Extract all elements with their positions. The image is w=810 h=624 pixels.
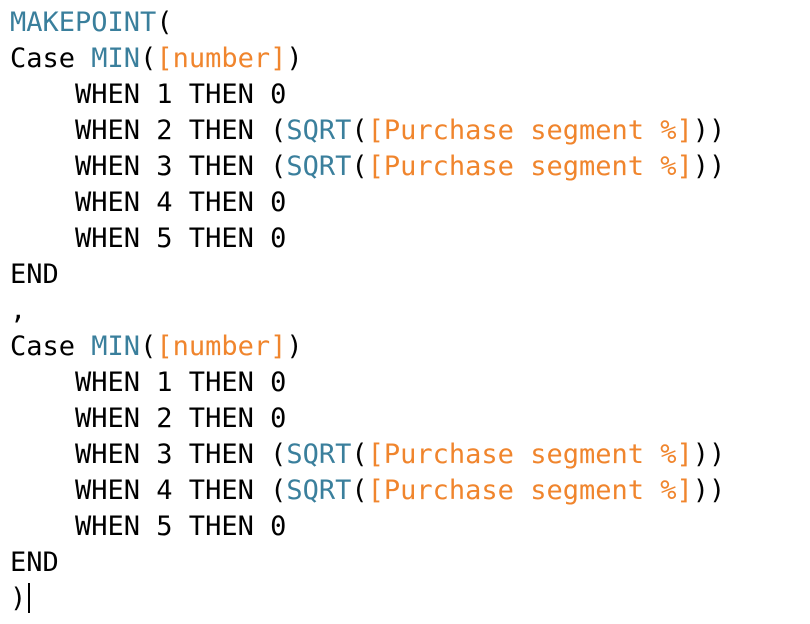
keyword-token: ) xyxy=(286,331,303,362)
keyword-token: ( xyxy=(156,7,173,38)
function-token: MIN xyxy=(91,43,141,74)
code-line[interactable]: END xyxy=(10,545,725,581)
keyword-token: ( xyxy=(351,151,368,182)
keyword-token: WHEN 3 THEN ( xyxy=(10,151,287,182)
calculation-editor[interactable]: MAKEPOINT(Case MIN([number]) WHEN 1 THEN… xyxy=(10,5,725,617)
function-token: SQRT xyxy=(286,475,352,506)
function-token: SQRT xyxy=(286,439,352,470)
keyword-token: WHEN 4 THEN 0 xyxy=(10,187,287,218)
function-token: SQRT xyxy=(286,151,352,182)
code-line[interactable]: WHEN 1 THEN 0 xyxy=(10,365,725,401)
keyword-token: )) xyxy=(692,115,726,146)
code-line[interactable]: WHEN 2 THEN (SQRT([Purchase segment %])) xyxy=(10,113,725,149)
code-line[interactable]: WHEN 5 THEN 0 xyxy=(10,509,725,545)
code-line[interactable]: WHEN 3 THEN (SQRT([Purchase segment %])) xyxy=(10,149,725,185)
keyword-token: WHEN 1 THEN 0 xyxy=(10,367,287,398)
keyword-token: ( xyxy=(140,331,157,362)
keyword-token: ) xyxy=(286,43,303,74)
function-token: SQRT xyxy=(286,115,352,146)
keyword-token: WHEN 2 THEN ( xyxy=(10,115,287,146)
keyword-token: Case xyxy=(10,331,92,362)
field-token: [number] xyxy=(156,43,287,74)
code-line[interactable]: WHEN 3 THEN (SQRT([Purchase segment %])) xyxy=(10,437,725,473)
keyword-token: WHEN 2 THEN 0 xyxy=(10,403,287,434)
field-token: [Purchase segment %] xyxy=(367,439,693,470)
function-token: MIN xyxy=(91,331,141,362)
keyword-token: END xyxy=(10,259,59,290)
field-token: [Purchase segment %] xyxy=(367,115,693,146)
keyword-token: WHEN 4 THEN ( xyxy=(10,475,287,506)
code-line[interactable]: , xyxy=(10,293,725,329)
function-token: MAKEPOINT xyxy=(10,7,157,38)
code-line[interactable]: WHEN 5 THEN 0 xyxy=(10,221,725,257)
field-token: [number] xyxy=(156,331,287,362)
code-line[interactable]: WHEN 4 THEN 0 xyxy=(10,185,725,221)
keyword-token: WHEN 5 THEN 0 xyxy=(10,223,287,254)
keyword-token: ( xyxy=(351,475,368,506)
keyword-token: WHEN 1 THEN 0 xyxy=(10,79,287,110)
keyword-token: )) xyxy=(692,151,726,182)
code-line[interactable]: MAKEPOINT( xyxy=(10,5,725,41)
keyword-token: Case xyxy=(10,43,92,74)
code-line[interactable]: Case MIN([number]) xyxy=(10,41,725,77)
code-line[interactable]: Case MIN([number]) xyxy=(10,329,725,365)
keyword-token: ) xyxy=(10,583,27,614)
keyword-token: WHEN 5 THEN 0 xyxy=(10,511,287,542)
field-token: [Purchase segment %] xyxy=(367,151,693,182)
keyword-token: )) xyxy=(692,439,726,470)
code-line[interactable]: END xyxy=(10,257,725,293)
code-line[interactable]: WHEN 2 THEN 0 xyxy=(10,401,725,437)
keyword-token: END xyxy=(10,547,59,578)
code-line[interactable]: WHEN 1 THEN 0 xyxy=(10,77,725,113)
keyword-token: ( xyxy=(351,115,368,146)
keyword-token: )) xyxy=(692,475,726,506)
text-cursor xyxy=(28,583,31,613)
code-line[interactable]: WHEN 4 THEN (SQRT([Purchase segment %])) xyxy=(10,473,725,509)
keyword-token: ( xyxy=(140,43,157,74)
keyword-token: WHEN 3 THEN ( xyxy=(10,439,287,470)
keyword-token: , xyxy=(10,295,27,326)
keyword-token: ( xyxy=(351,439,368,470)
field-token: [Purchase segment %] xyxy=(367,475,693,506)
code-line[interactable]: ) xyxy=(10,581,725,617)
